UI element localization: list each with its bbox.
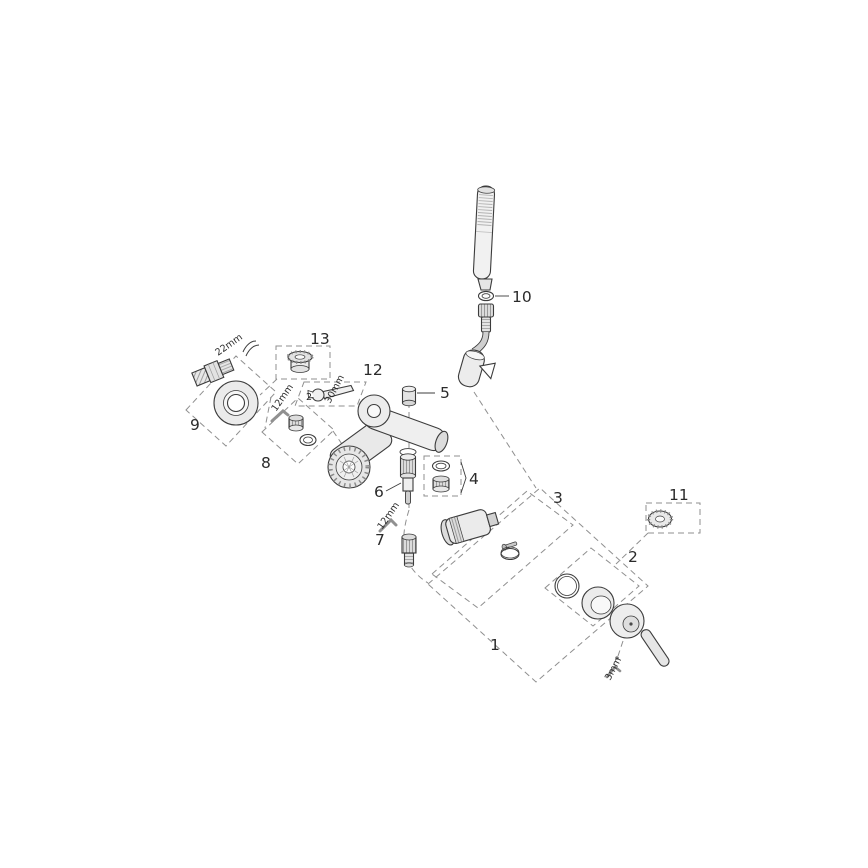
box-part12 xyxy=(294,381,367,407)
callout-6: 6 xyxy=(374,483,384,501)
mixer-body xyxy=(327,394,449,489)
part-8-bushing xyxy=(270,409,317,447)
union-nut-thread-hatch xyxy=(339,456,359,478)
part-4-seals xyxy=(431,460,467,494)
box-part11 xyxy=(645,502,701,534)
plane-part2 xyxy=(544,547,640,627)
leader-lines xyxy=(385,295,509,492)
allen-key-3mm xyxy=(605,665,622,679)
part-6-cartridge xyxy=(399,448,417,505)
part-7-check-valve xyxy=(378,517,417,568)
connector-13-left xyxy=(259,378,278,396)
shower-bracket xyxy=(457,349,496,388)
callout-8: 8 xyxy=(261,454,271,472)
callout-4: 4 xyxy=(469,470,479,488)
connector-9-8 xyxy=(264,396,272,429)
cap-axis-line xyxy=(615,532,649,565)
wrench-jaw xyxy=(307,389,314,399)
set-screw xyxy=(615,656,619,660)
plane-part1 xyxy=(427,487,649,683)
part-9-s-union xyxy=(191,340,260,426)
callout-10: 10 xyxy=(512,288,532,306)
callout-2: 2 xyxy=(628,548,638,566)
part-5-plug xyxy=(401,385,417,407)
dimension-2: 2 xyxy=(306,392,312,403)
wand-cone xyxy=(477,278,493,291)
callout-11: 11 xyxy=(669,486,689,504)
part-13-cap xyxy=(286,350,314,373)
body-arm-end xyxy=(434,430,449,453)
plane-part8 xyxy=(261,397,335,465)
connector-handle-screw xyxy=(617,640,624,657)
part-12-wrench xyxy=(307,384,355,402)
retaining-clip xyxy=(242,340,257,353)
bracket-axis-line xyxy=(473,391,537,489)
shower-hose xyxy=(473,331,489,354)
part-11-cap xyxy=(646,509,674,529)
callout-12: 12 xyxy=(363,361,383,379)
diverter-screw xyxy=(501,541,518,551)
handle-lever xyxy=(605,603,670,679)
callout-7: 7 xyxy=(375,531,385,549)
allen-key-12mm-upper xyxy=(270,409,290,423)
hose-collar xyxy=(480,316,492,333)
part-10-check-valve xyxy=(471,290,495,354)
parts-layer xyxy=(191,185,674,679)
part-2-escutcheon xyxy=(554,573,615,620)
allen-key-12mm-lower xyxy=(378,517,398,533)
part-3-diverter xyxy=(440,509,520,561)
callout-1: 1 xyxy=(490,636,500,654)
box-part4 xyxy=(423,455,462,497)
bracket-hook-notch xyxy=(478,362,496,380)
callout-9: 9 xyxy=(190,416,200,434)
hand-shower xyxy=(472,185,496,291)
cartridge-stem xyxy=(405,490,411,505)
valve-knurled-nut xyxy=(477,303,495,318)
callout-13: 13 xyxy=(310,330,330,348)
box-part13 xyxy=(275,345,331,380)
wand-knurl-texture xyxy=(477,194,493,226)
lever-arm xyxy=(640,629,670,667)
callout-5: 5 xyxy=(440,384,450,402)
callout-3: 3 xyxy=(553,489,563,507)
label-brace xyxy=(460,461,467,494)
connector-8-body xyxy=(332,430,347,451)
nut-ring xyxy=(299,433,317,447)
